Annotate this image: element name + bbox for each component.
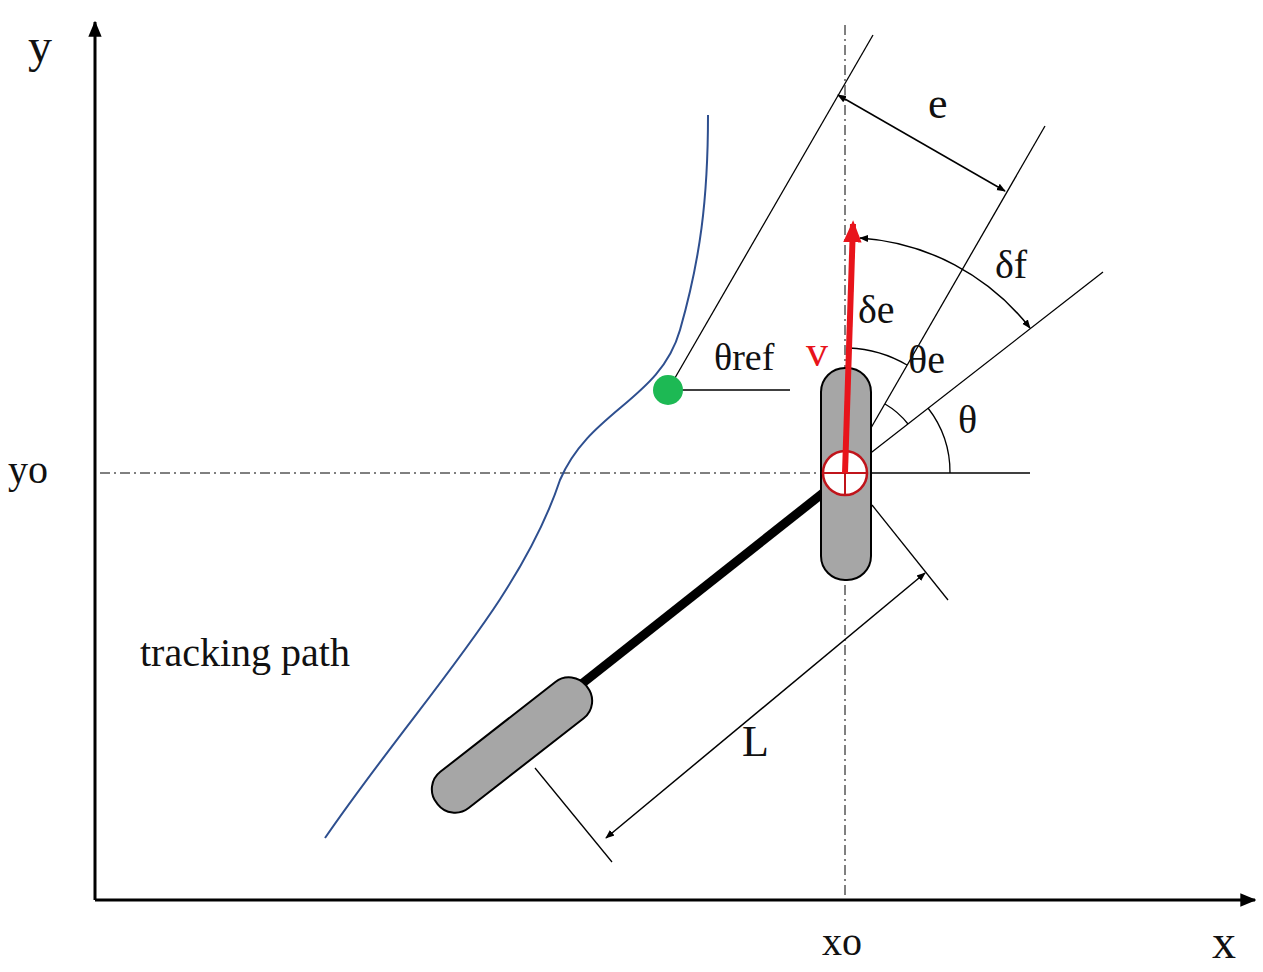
angle-label: δf	[995, 245, 1027, 285]
reference-line	[668, 389, 790, 390]
reference-heading-line	[845, 126, 1045, 473]
angle-label: δe	[858, 290, 895, 330]
velocity-arrow	[845, 224, 853, 473]
symbol-label: e	[928, 82, 948, 126]
guide-line	[100, 473, 822, 474]
axis-label: x	[1212, 918, 1236, 966]
reference-line	[868, 472, 1030, 473]
angle-arc	[885, 404, 908, 424]
wheelbase-dimension	[606, 573, 925, 838]
angle-label: θ	[958, 400, 977, 440]
axis-label: y	[28, 22, 52, 70]
angle-label: θe	[908, 340, 945, 380]
reference-point	[653, 375, 683, 405]
angle-label: θref	[714, 338, 774, 376]
dimension-label: L	[742, 720, 769, 764]
coordinate-label: xo	[822, 922, 862, 962]
path-label: tracking path	[140, 633, 350, 673]
velocity-label: v	[806, 330, 828, 374]
offset-dimension	[838, 95, 1005, 191]
coordinate-label: yo	[8, 450, 48, 490]
tracking-path	[325, 115, 708, 838]
reference-heading-line	[668, 35, 873, 390]
angle-arc	[928, 408, 950, 473]
vehicle-heading-line	[845, 272, 1103, 473]
x-axis	[95, 899, 1255, 902]
y-axis	[94, 22, 97, 900]
vehicle-body	[555, 478, 842, 705]
rear-wheel	[423, 668, 601, 821]
angle-arc	[849, 348, 907, 365]
extension-line	[535, 768, 612, 862]
